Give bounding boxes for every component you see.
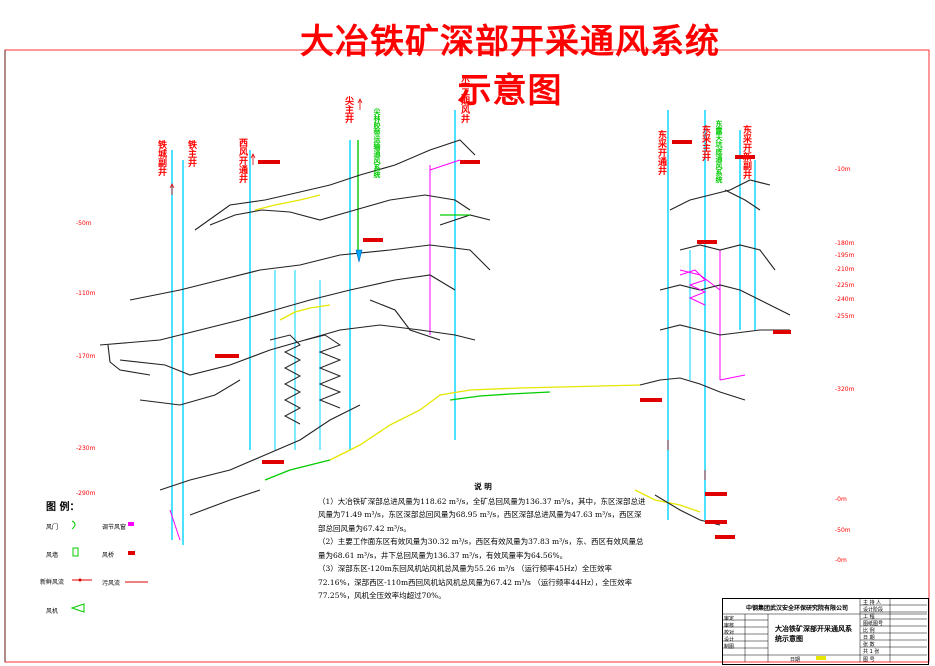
shaft-label-2: 铁主井 — [186, 140, 196, 167]
legend-item: 风桥 — [102, 552, 115, 559]
airflow-tags — [215, 140, 791, 539]
company-name: 中钢集团武汉安全环保研究院有限公司 — [746, 605, 849, 612]
tb-row: 图 号 — [863, 657, 875, 663]
flow-arrows — [169, 98, 706, 480]
tb-left: 审定 — [724, 616, 735, 622]
tb-row: 共 1 张 — [863, 649, 880, 655]
tb-row: 图纸图号 — [863, 621, 884, 627]
legend-title: 图 例： — [46, 502, 80, 513]
title-block-lines — [722, 598, 927, 662]
shaft-label-3: 西风开通井 — [237, 138, 247, 183]
legend-item: 风机 — [46, 608, 59, 615]
tb-row: 日 期 — [863, 635, 875, 641]
east-stopes — [679, 269, 707, 306]
level-label: -320m — [835, 386, 855, 393]
tb-row: 张 数 — [863, 642, 875, 648]
shaft-label-8: 东采开新副井 — [741, 125, 751, 179]
west-shafts — [171, 110, 456, 545]
level-label: -195m — [835, 252, 855, 259]
tb-row: 比 例 — [863, 628, 875, 634]
legend-item: 调节风窗 — [102, 524, 127, 531]
level-label: -210m — [835, 266, 855, 273]
tb-row: 主 持 人 — [863, 600, 882, 606]
tb-left: 日期 — [790, 657, 801, 663]
legend-symbols — [70, 520, 148, 613]
fan-icon — [355, 249, 363, 263]
tb-left: 设计 — [724, 637, 735, 643]
stamp-mark — [816, 656, 826, 660]
level-label: -0m — [835, 496, 847, 503]
level-label: -240m — [835, 296, 855, 303]
notes-p1: （1）大冶铁矿深部总进风量为118.62 m³/s，全矿总回风量为136.37 … — [318, 496, 646, 533]
level-label: -0m — [835, 557, 847, 564]
level-label: -180m — [835, 240, 855, 247]
level-label: -255m — [835, 313, 855, 320]
fresh-air-paths — [254, 194, 701, 513]
tb-left: 制图 — [724, 644, 735, 650]
legend-item: 风门 — [46, 524, 59, 531]
legend-item: 新鲜风流 — [40, 579, 65, 586]
level-label: -50m — [76, 220, 92, 227]
shaft-label-5: 尖二期风井 — [459, 78, 469, 123]
notes-p3: （3）深部东区-120m东回风机站风机总风量为55.26 m³/s （运行频率4… — [318, 564, 633, 600]
level-label: -290m — [76, 490, 96, 497]
notes-title: 说 明 — [474, 482, 492, 491]
shaft-label-4: 尖主井 — [343, 96, 353, 123]
shaft-label-7: 东采主井 — [700, 125, 710, 161]
shaft-label-6: 东采开通井 — [656, 130, 666, 175]
level-label: -170m — [76, 353, 96, 360]
notes-block: 说 明 （1）大冶铁矿深部总进风量为118.62 m³/s，全矿总回风量为136… — [318, 480, 648, 603]
green-label-2: 东露天坑底通风系统 — [715, 120, 723, 183]
east-drifts — [639, 179, 791, 526]
tb-row: 工 程 — [863, 614, 875, 620]
level-label: -50m — [835, 527, 851, 534]
shaft-label-1: 铁城副井 — [156, 140, 166, 176]
legend-item: 风墙 — [46, 552, 59, 559]
level-label: -225m — [835, 282, 855, 289]
level-label: -10m — [835, 166, 851, 173]
level-label: -230m — [76, 445, 96, 452]
drawing-name: 大冶铁矿深部开采通风系统示意图 — [775, 625, 852, 643]
level-label: -110m — [76, 290, 96, 297]
legend-item: 污风流 — [102, 580, 121, 587]
notes-p2: （2）主要工作面东区有效风量为30.32 m³/s，西区有效风量为37.83 m… — [318, 537, 644, 560]
tb-left: 审核 — [724, 623, 735, 629]
west-stopes — [269, 334, 342, 425]
title-block — [722, 598, 929, 665]
page-title: 大冶铁矿深部开采通风系统示意图 — [300, 22, 720, 111]
tb-row: 设计阶段 — [863, 607, 884, 613]
green-label-1: 尖林胶带运输通风系统 — [373, 108, 381, 178]
tb-left: 校对 — [724, 630, 735, 636]
